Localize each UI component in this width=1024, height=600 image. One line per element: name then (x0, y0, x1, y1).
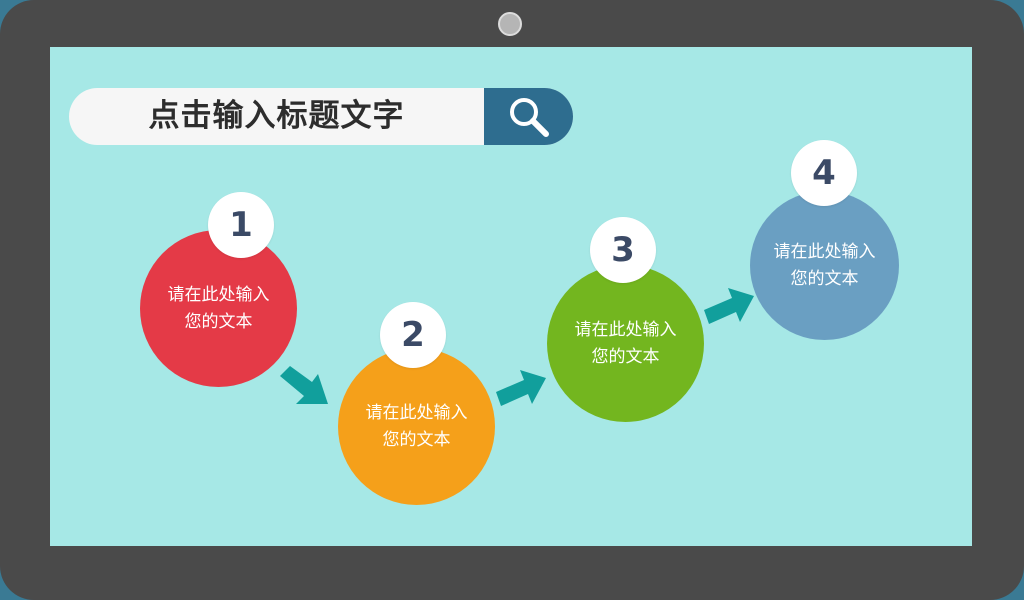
title-search-bar[interactable]: 点击输入标题文字 (69, 88, 573, 145)
step-3-line-2: 您的文本 (591, 346, 660, 367)
step-2-line-1: 请在此处输入 (365, 402, 468, 423)
camera-dot (498, 12, 522, 36)
step-3-badge: 3 (590, 217, 656, 283)
step-2-badge: 2 (380, 302, 446, 368)
step-4-line-2: 您的文本 (790, 268, 859, 289)
step-2-line-2: 您的文本 (382, 429, 451, 450)
step-3-text: 请在此处输入 您的文本 (561, 317, 691, 371)
arrow-2-to-3-icon (496, 370, 546, 406)
step-2-text: 请在此处输入 您的文本 (352, 400, 482, 454)
step-4-text: 请在此处输入 您的文本 (760, 239, 890, 293)
step-1-text: 请在此处输入 您的文本 (154, 282, 284, 336)
search-button[interactable] (484, 88, 573, 145)
arrow-3-to-4-icon (704, 288, 754, 324)
search-icon (509, 97, 549, 137)
step-1-badge: 1 (208, 192, 274, 258)
step-circle-3[interactable]: 请在此处输入 您的文本 (547, 265, 704, 422)
step-circle-2[interactable]: 请在此处输入 您的文本 (338, 348, 495, 505)
arrow-1-to-2-icon (280, 366, 328, 404)
step-4-badge: 4 (791, 140, 857, 206)
step-1-line-2: 您的文本 (184, 311, 253, 332)
step-circle-4[interactable]: 请在此处输入 您的文本 (750, 191, 899, 340)
page-title[interactable]: 点击输入标题文字 (148, 98, 405, 134)
step-circle-1[interactable]: 请在此处输入 您的文本 (140, 230, 297, 387)
step-1-line-1: 请在此处输入 (167, 284, 270, 305)
step-4-line-1: 请在此处输入 (773, 241, 876, 262)
step-3-line-1: 请在此处输入 (574, 319, 677, 340)
